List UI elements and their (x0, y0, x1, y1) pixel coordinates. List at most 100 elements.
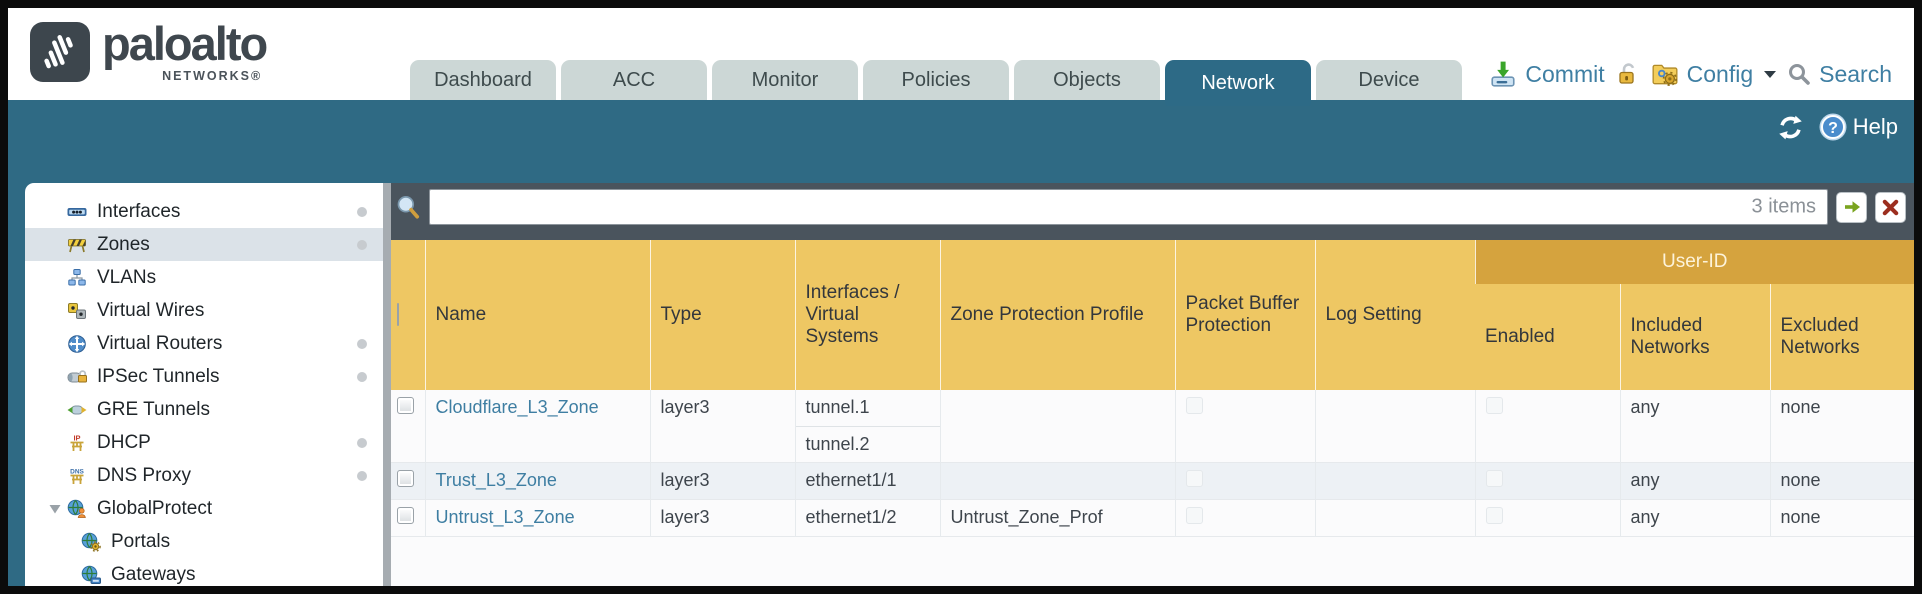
status-dot (357, 239, 367, 250)
sidebar-item-gre-tunnels[interactable]: GRE Tunnels (25, 393, 383, 426)
included-networks-cell: any (1619, 499, 1770, 537)
clear-filter-button[interactable] (1875, 191, 1906, 223)
sidebar-item-virtual-routers[interactable]: Virtual Routers (25, 327, 383, 360)
row-checkbox[interactable] (397, 507, 414, 524)
column-header-name[interactable]: Name (424, 240, 650, 390)
expander-icon[interactable] (45, 503, 65, 515)
zones-icon (65, 234, 89, 256)
virtual-wires-icon (65, 300, 89, 322)
svg-text:?: ? (1828, 120, 1838, 137)
zone-interfaces-cell: ethernet1/2 (794, 499, 940, 537)
column-header-zone-protection-profile[interactable]: Zone Protection Profile (939, 240, 1175, 390)
zone-name-cell: Cloudflare_L3_Zone (424, 390, 650, 463)
zone-name-cell: Trust_L3_Zone (424, 462, 650, 500)
virtual-routers-icon (65, 333, 89, 355)
config-menu-button[interactable]: Config (1651, 60, 1777, 88)
search-label: Search (1819, 60, 1892, 87)
refresh-icon (1779, 115, 1802, 139)
sidebar-item-virtual-wires[interactable]: Virtual Wires (25, 294, 383, 327)
commit-button[interactable]: Commit (1489, 60, 1605, 88)
excluded-networks-cell: none (1769, 462, 1914, 500)
chevron-down-icon (1764, 71, 1777, 78)
ipsec-tunnels-icon (65, 366, 89, 388)
svg-text:IP: IP (73, 433, 80, 442)
sidebar-item-zones[interactable]: Zones (25, 228, 383, 261)
user-id-enabled-checkbox[interactable] (1485, 397, 1503, 414)
zone-name-link[interactable]: Cloudflare_L3_Zone (435, 397, 599, 417)
dns-proxy-icon: DNS (65, 465, 89, 487)
filter-input[interactable] (429, 189, 1828, 225)
user-id-enabled-cell (1474, 499, 1620, 537)
packet-buffer-protection-checkbox[interactable] (1185, 470, 1203, 487)
user-id-enabled-checkbox[interactable] (1485, 470, 1503, 487)
zone-type-cell: layer3 (649, 499, 795, 537)
select-all-checkbox[interactable] (397, 303, 399, 326)
sidebar-item-dns-proxy[interactable]: DNS DNS Proxy (25, 459, 383, 492)
column-header-type[interactable]: Type (649, 240, 795, 390)
help-button[interactable]: ? Help (1818, 112, 1898, 142)
search-button[interactable]: Search (1787, 61, 1892, 88)
interfaces-icon (65, 201, 89, 223)
column-header-packet-buffer-protection[interactable]: Packet Buffer Protection (1174, 240, 1315, 390)
packet-buffer-protection-checkbox[interactable] (1185, 397, 1203, 414)
user-id-group-header: User-ID (1474, 240, 1914, 284)
commit-icon (1491, 61, 1515, 87)
log-setting-cell (1314, 390, 1475, 463)
user-id-enabled-cell (1474, 390, 1620, 463)
column-header-log-setting[interactable]: Log Setting (1314, 240, 1475, 390)
paloalto-logo: paloalto NETWORKS® (30, 20, 268, 83)
sidebar-item-globalprotect[interactable]: GlobalProtect (25, 492, 383, 525)
sidebar-item-gateways[interactable]: Gateways (25, 558, 383, 586)
globalprotect-icon (65, 498, 89, 520)
sidebar-item-label: Interfaces (97, 200, 181, 222)
interface-entry: tunnel.2 (795, 426, 940, 462)
column-header-interfaces[interactable]: Interfaces / Virtual Systems (794, 240, 940, 390)
tab-objects[interactable]: Objects (1014, 60, 1160, 100)
sidebar-item-label: GRE Tunnels (97, 398, 210, 420)
sidebar-item-vlans[interactable]: VLANs (25, 261, 383, 294)
zone-name-link[interactable]: Trust_L3_Zone (435, 470, 557, 490)
tab-monitor[interactable]: Monitor (712, 60, 858, 100)
interface-entry: tunnel.1 (805, 397, 870, 417)
user-id-enabled-checkbox[interactable] (1485, 507, 1503, 524)
group-header-row: Name Type Interfaces / Virtual Systems Z… (391, 240, 1914, 390)
tab-dashboard[interactable]: Dashboard (410, 60, 556, 100)
tab-network[interactable]: Network (1165, 60, 1311, 106)
sidebar-item-interfaces[interactable]: Interfaces (25, 195, 383, 228)
packet-buffer-protection-checkbox[interactable] (1185, 507, 1203, 524)
zone-name-link[interactable]: Untrust_L3_Zone (435, 507, 575, 527)
panel-splitter[interactable] (383, 183, 391, 586)
sidebar-item-label: DNS Proxy (97, 464, 191, 486)
sidebar-item-ipsec-tunnels[interactable]: IPSec Tunnels (25, 360, 383, 393)
column-header-included-networks[interactable]: Included Networks (1619, 284, 1770, 390)
sidebar-item-portals[interactable]: Portals (25, 525, 383, 558)
column-header-enabled[interactable]: Enabled (1475, 284, 1620, 390)
sidebar-item-label: Portals (111, 530, 171, 552)
row-checkbox[interactable] (397, 397, 414, 414)
excluded-networks-cell: none (1769, 390, 1914, 463)
tab-policies[interactable]: Policies (863, 60, 1009, 100)
tab-acc[interactable]: ACC (561, 60, 707, 100)
zone-name-cell: Untrust_L3_Zone (424, 499, 650, 537)
lock-icon (1618, 63, 1634, 84)
logo-text: paloalto NETWORKS® (102, 20, 268, 83)
lock-button[interactable] (1615, 61, 1641, 87)
status-dot (357, 470, 367, 481)
search-icon (1789, 64, 1810, 85)
column-header-row: Enabled Included Networks Excluded Netwo… (391, 284, 1914, 390)
apply-filter-button[interactable] (1836, 191, 1867, 223)
logo-networks-label: NETWORKS® (162, 69, 263, 83)
row-checkbox[interactable] (397, 470, 414, 487)
refresh-button[interactable] (1777, 114, 1804, 141)
header-actions: Commit (1489, 60, 1892, 88)
tab-device[interactable]: Device (1316, 60, 1462, 100)
column-header-excluded-networks[interactable]: Excluded Networks (1769, 284, 1914, 390)
status-dot (357, 437, 367, 448)
status-dot (357, 206, 367, 217)
